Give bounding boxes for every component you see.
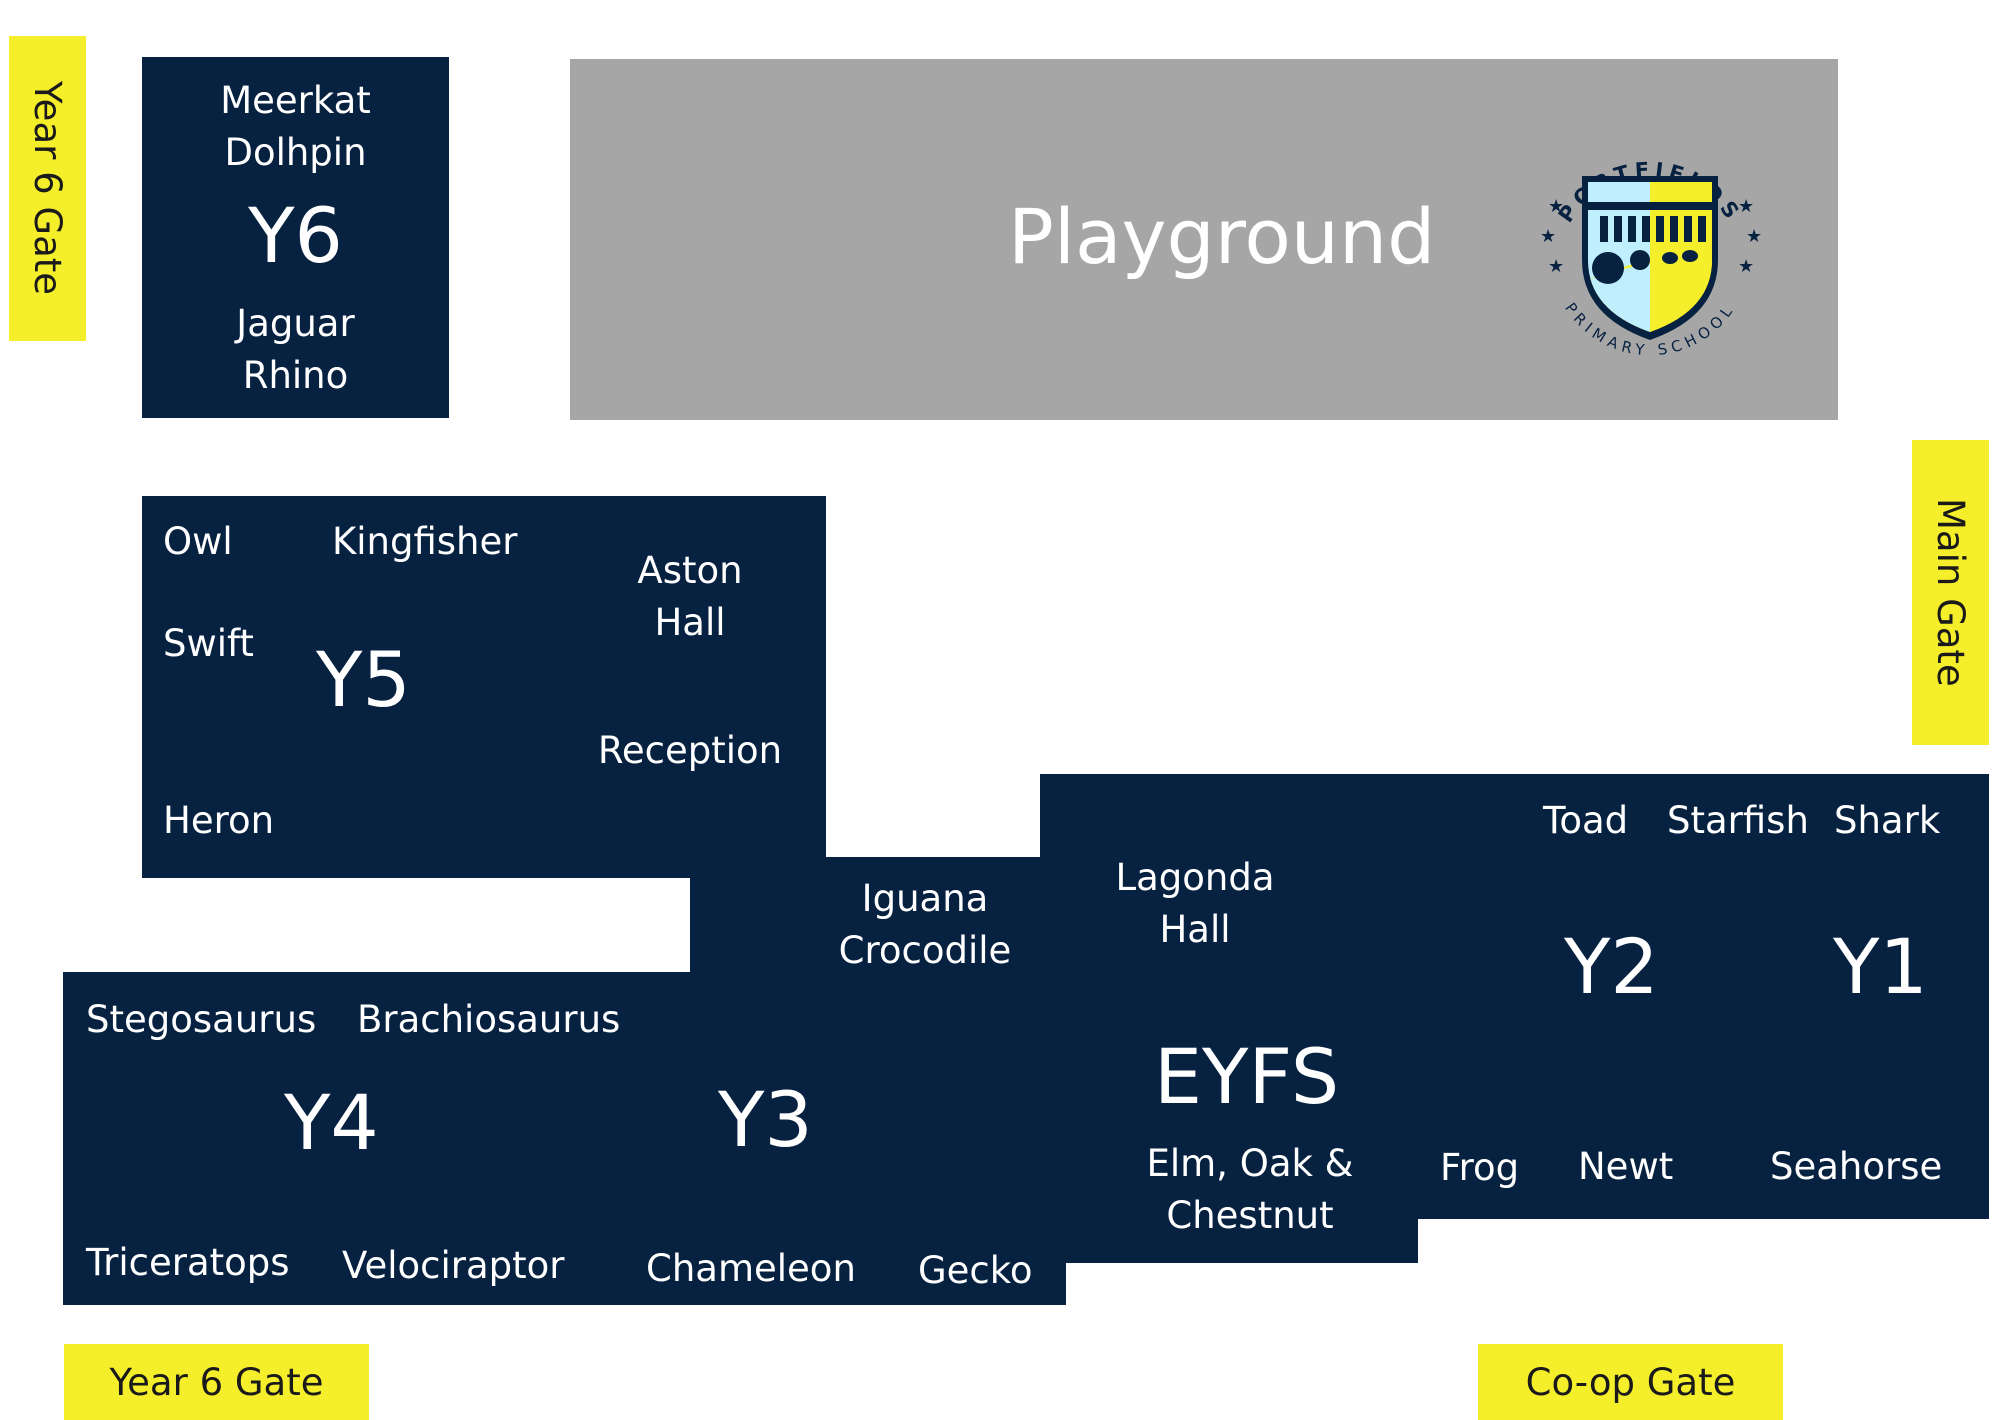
eyfs-code: EYFS — [1154, 1032, 1340, 1121]
room-kingfisher: Kingfisher — [332, 520, 518, 563]
room-starfish: Starfish — [1667, 799, 1809, 842]
room-rhino: Rhino — [242, 354, 349, 397]
star-icon: ★ — [1738, 256, 1754, 277]
reception: Reception — [597, 729, 783, 772]
y6-building — [142, 57, 449, 418]
main-gate: Main Gate — [1912, 440, 1989, 745]
room-crocodile: Crocodile — [838, 929, 1012, 972]
eyfs-building — [1040, 774, 1418, 1263]
room-seahorse: Seahorse — [1770, 1145, 1943, 1188]
room-brachiosaurus: Brachiosaurus — [357, 998, 621, 1041]
room-heron: Heron — [163, 799, 275, 842]
school-crest-logo: PORTFIELDS PRIMARY SCHOOL ★ ★ ★ ★ ★ ★ — [1540, 158, 1762, 360]
y2-code: Y2 — [1564, 922, 1659, 1011]
room-toad: Toad — [1543, 799, 1629, 842]
room-iguana: Iguana — [861, 877, 989, 920]
star-icon: ★ — [1738, 196, 1754, 217]
room-velociraptor: Velociraptor — [342, 1244, 565, 1287]
star-icon: ★ — [1548, 256, 1564, 277]
room-shark: Shark — [1834, 799, 1941, 842]
y1-code: Y1 — [1833, 922, 1928, 1011]
main-gate-label: Main Gate — [1929, 498, 1972, 687]
y4-code: Y4 — [284, 1078, 379, 1167]
year6-gate-bottom-label: Year 6 Gate — [109, 1360, 324, 1404]
room-swift: Swift — [163, 622, 254, 665]
y3-code: Y3 — [718, 1075, 813, 1164]
playground-title: Playground — [1008, 192, 1436, 281]
room-dolphin: Dolhpin — [224, 131, 367, 174]
room-newt: Newt — [1578, 1145, 1674, 1188]
room-chameleon: Chameleon — [646, 1247, 856, 1290]
y6-code: Y6 — [248, 191, 343, 280]
y5-code: Y5 — [316, 635, 411, 724]
year6-gate-top-label: Year 6 Gate — [26, 81, 69, 296]
year6-gate-bottom: Year 6 Gate — [64, 1344, 369, 1420]
room-stegosaurus: Stegosaurus — [86, 998, 317, 1041]
y4-building — [63, 972, 691, 1305]
room-jaguar: Jaguar — [236, 302, 355, 345]
room-meerkat: Meerkat — [220, 79, 371, 122]
year6-gate-top: Year 6 Gate — [9, 36, 86, 341]
star-icon: ★ — [1548, 196, 1564, 217]
lagonda-hall: Lagonda Hall — [1115, 856, 1275, 951]
room-gecko: Gecko — [918, 1249, 1033, 1292]
aston-hall: Aston Hall — [637, 549, 743, 644]
coop-gate: Co-op Gate — [1478, 1344, 1783, 1420]
room-owl: Owl — [163, 520, 233, 563]
coop-gate-label: Co-op Gate — [1525, 1360, 1736, 1404]
star-icon: ★ — [1746, 226, 1762, 247]
y3-building — [690, 857, 1066, 1305]
eyfs-rooms: Elm, Oak & Chestnut — [1146, 1142, 1354, 1237]
y5-building — [142, 496, 826, 878]
room-frog: Frog — [1440, 1146, 1520, 1189]
star-icon: ★ — [1540, 226, 1556, 247]
room-triceratops: Triceratops — [86, 1241, 290, 1284]
y2-y1-building — [1416, 774, 1989, 1219]
